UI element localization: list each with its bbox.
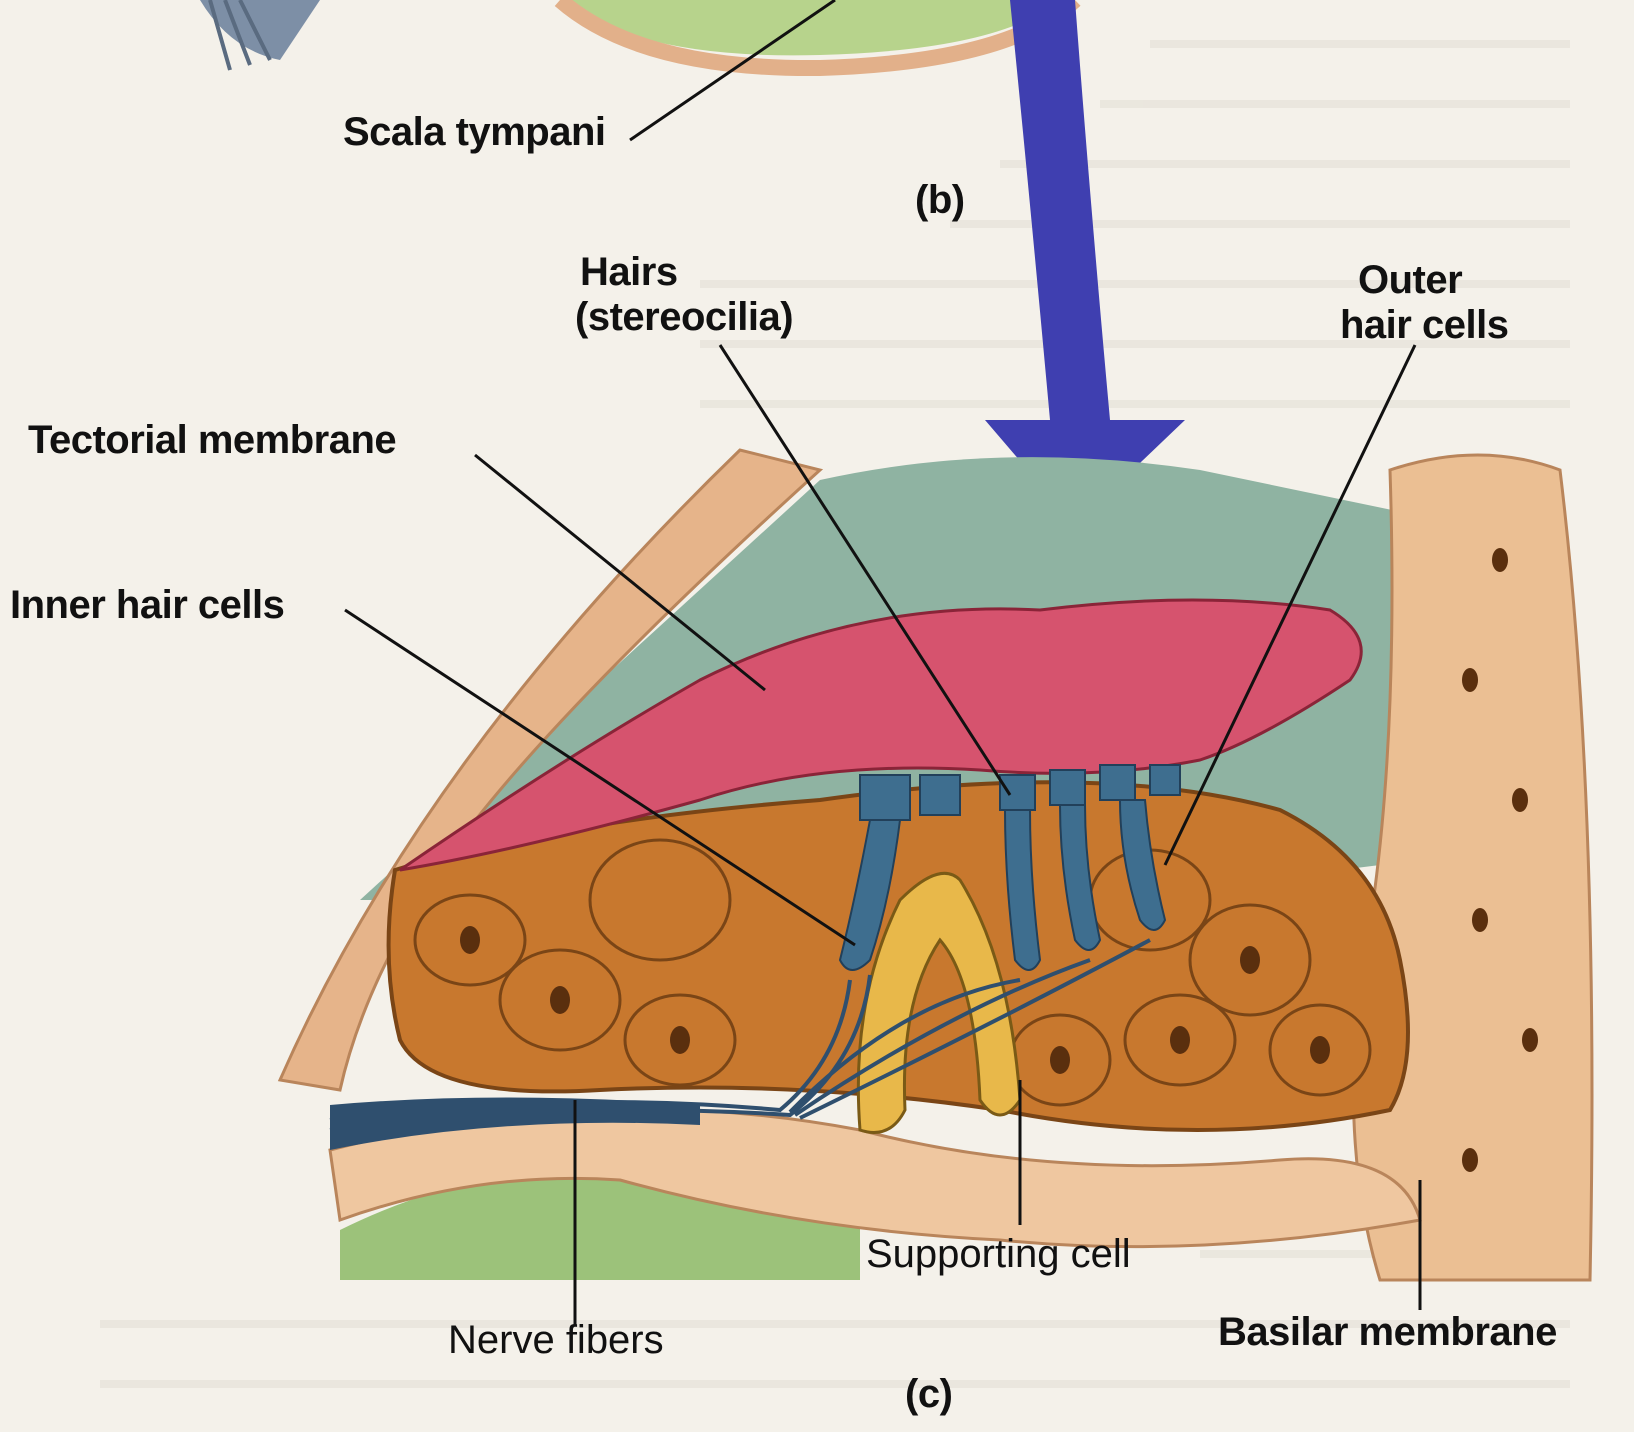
label-inner-hair-cells: Inner hair cells [10,583,284,628]
label-outer-hair-cells: Outer hair cells [1340,258,1508,348]
label-nerve-fibers: Nerve fibers [448,1318,664,1363]
label-panel-b: (b) [915,178,965,223]
label-hairs-line1: Hairs [575,250,855,295]
label-supporting-cell: Supporting cell [866,1232,1131,1277]
label-outer-line2: hair cells [1340,303,1508,348]
panel-b-remnant [200,0,1075,140]
label-scala-tympani: Scala tympani [343,110,606,155]
label-hairs: Hairs (stereocilia) [575,250,855,340]
label-panel-c: (c) [905,1372,952,1417]
down-arrow [985,0,1185,525]
label-outer-line1: Outer [1340,258,1508,303]
label-hairs-line2: (stereocilia) [575,295,855,340]
label-basilar-membrane: Basilar membrane [1218,1310,1557,1355]
label-tectorial-membrane: Tectorial membrane [28,418,396,463]
